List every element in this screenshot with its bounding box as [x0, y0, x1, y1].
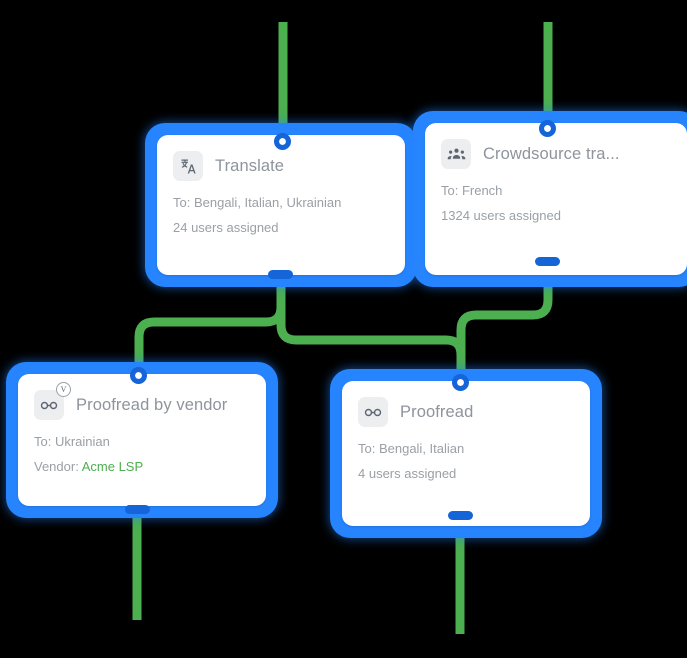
translate-icon [173, 151, 203, 181]
node-crowdsource-header: Crowdsource tra... [441, 139, 671, 169]
port-vendor-output[interactable] [125, 505, 150, 514]
node-crowdsource-title: Crowdsource tra... [483, 144, 620, 163]
node-translate-assignees: 24 users assigned [173, 220, 279, 235]
node-vendor-body: V Proofread by vendor To: Ukrainian Vend… [18, 374, 266, 506]
port-proofread-input[interactable] [452, 374, 469, 391]
node-vendor-vendor-row: Vendor: Acme LSP [34, 459, 250, 474]
port-vendor-input[interactable] [130, 367, 147, 384]
node-vendor-target-languages: To: Ukrainian [34, 434, 110, 449]
port-crowdsource-input[interactable] [539, 120, 556, 137]
node-proofread-title: Proofread [400, 402, 474, 421]
node-proofread-header: Proofread [358, 397, 574, 427]
node-vendor-vendor-name[interactable]: Acme LSP [81, 459, 144, 474]
port-proofread-output[interactable] [448, 511, 473, 520]
people-group-icon [441, 139, 471, 169]
node-vendor-header: V Proofread by vendor [34, 382, 250, 420]
node-translate-title: Translate [215, 156, 285, 175]
glasses-vendor-icon: V [34, 382, 71, 420]
vendor-badge: V [56, 382, 71, 397]
port-translate-input[interactable] [274, 133, 291, 150]
node-crowdsource-assignees: 1324 users assigned [441, 208, 561, 223]
node-proofread-body: Proofread To: Bengali, Italian 4 users a… [342, 381, 590, 526]
node-crowdsource[interactable]: Crowdsource tra... To: French 1324 users… [415, 113, 687, 285]
node-crowdsource-target-languages: To: French [441, 183, 503, 198]
node-translate-header: Translate [173, 151, 389, 181]
edge-translate-to-vendor [134, 275, 286, 375]
port-crowdsource-output[interactable] [535, 257, 560, 266]
node-proofread-by-vendor[interactable]: V Proofread by vendor To: Ukrainian Vend… [8, 364, 276, 516]
node-proofread-assignees: 4 users assigned [358, 466, 457, 481]
node-vendor-vendor-label: Vendor: [34, 459, 79, 474]
glasses-icon [358, 397, 388, 427]
node-crowdsource-body: Crowdsource tra... To: French 1324 users… [425, 123, 687, 275]
node-translate-body: Translate To: Bengali, Italian, Ukrainia… [157, 135, 405, 275]
node-translate-target-languages: To: Bengali, Italian, Ukrainian [173, 195, 342, 210]
node-proofread[interactable]: Proofread To: Bengali, Italian 4 users a… [332, 371, 600, 536]
port-translate-output[interactable] [268, 270, 293, 279]
node-proofread-target-languages: To: Bengali, Italian [358, 441, 465, 456]
edge-translate-to-proofread [276, 275, 466, 382]
node-vendor-title: Proofread by vendor [76, 395, 228, 414]
node-translate[interactable]: Translate To: Bengali, Italian, Ukrainia… [147, 125, 415, 285]
